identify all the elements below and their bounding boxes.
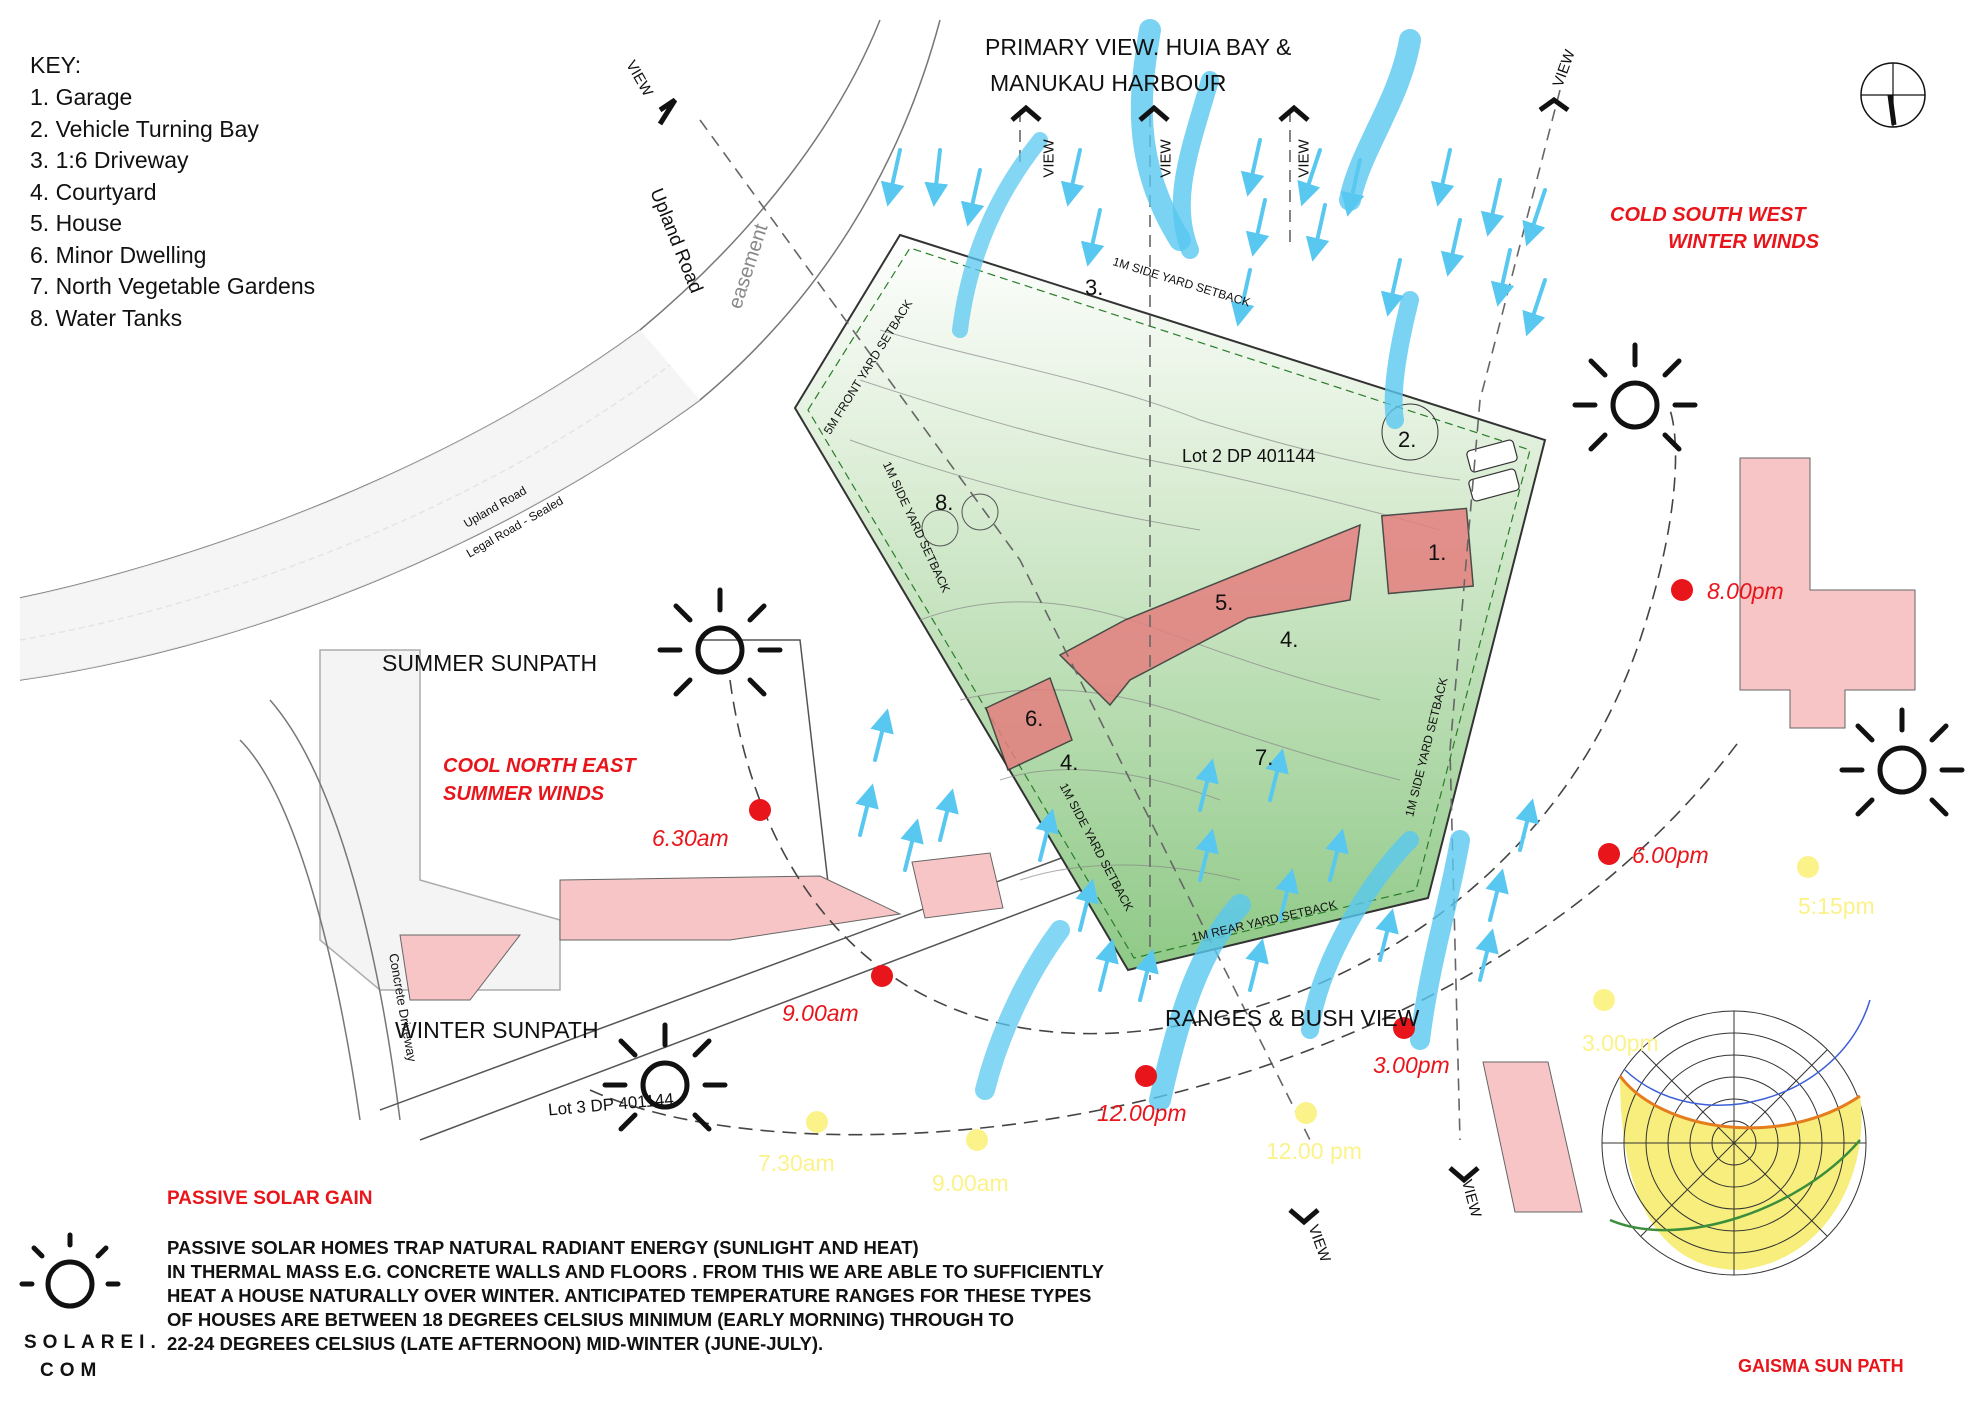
cool-winds-arrows — [855, 708, 1539, 1111]
key-item: 3. 1:6 Driveway — [30, 147, 189, 173]
passive-line: OF HOUSES ARE BETWEEN 18 DEGREES CELSIUS… — [167, 1309, 1014, 1330]
site-number-1: 1. — [1428, 540, 1447, 565]
north-compass-icon — [1860, 62, 1926, 128]
view-chevron-icons — [657, 96, 1570, 1226]
site-number-7: 7. — [1255, 745, 1274, 770]
primary-view-label-line2: MANUKAU HARBOUR — [990, 70, 1227, 96]
winter-time-markers — [806, 856, 1819, 1151]
summer-time-label: 6.00pm — [1632, 842, 1709, 868]
site-number-4b: 4. — [1280, 627, 1299, 652]
summer-sunpath — [729, 409, 1677, 1035]
view-label: VIEW — [1157, 139, 1175, 178]
view-label: VIEW — [1295, 139, 1313, 178]
logo-text-line1: SOLAREI. — [24, 1332, 162, 1353]
cold-winds-label-1: COLD SOUTH WEST — [1610, 204, 1806, 226]
gaisma-sun-chart — [1601, 999, 1871, 1276]
passive-solar-title: PASSIVE SOLAR GAIN — [167, 1188, 373, 1209]
winter-sunpath-label: WINTER SUNPATH — [395, 1017, 599, 1043]
sun-icon-winter — [602, 1022, 728, 1132]
neighbour-buildings — [399, 457, 1916, 1213]
key-item: 6. Minor Dwelling — [30, 241, 207, 268]
site-number-3: 3. — [1085, 275, 1104, 300]
passive-solar-body: PASSIVE SOLAR HOMES TRAP NATURAL RADIANT… — [167, 1236, 1104, 1356]
gaisma-title: GAISMA SUN PATH — [1738, 1356, 1904, 1376]
passive-line: IN THERMAL MASS E.G. CONCRETE WALLS AND … — [167, 1261, 1105, 1282]
road-hatch — [20, 330, 700, 680]
garage-building — [1380, 507, 1475, 595]
key-list: 1. Garage 2. Vehicle Turning Bay 3. 1:6 … — [30, 82, 315, 334]
winter-sunpath — [589, 739, 1741, 1136]
site-number-4: 4. — [1060, 750, 1079, 775]
key-item: 4. Courtyard — [30, 178, 157, 205]
ranges-view-label: RANGES & BUSH VIEW — [1165, 1005, 1420, 1031]
key-item: 8. Water Tanks — [30, 304, 183, 331]
house-building — [1058, 523, 1361, 707]
summer-time-label: 3.00pm — [1373, 1052, 1450, 1078]
sun-icon-sunset-summer — [1572, 342, 1698, 452]
view-label: VIEW — [1040, 139, 1058, 178]
passive-line: 22-24 DEGREES CELSIUS (LATE AFTERNOON) M… — [167, 1333, 824, 1354]
primary-view-label-line1: PRIMARY VIEW. HUIA BAY & — [985, 34, 1292, 60]
site-number-5: 5. — [1215, 590, 1234, 615]
concrete-driveway-outline — [319, 649, 561, 991]
summer-time-label: 8.00pm — [1707, 578, 1784, 604]
key-item: 2. Vehicle Turning Bay — [30, 115, 259, 142]
key-item: 7. North Vegetable Gardens — [30, 273, 316, 299]
lot2-label: Lot 2 DP 401144 — [1182, 446, 1316, 466]
winter-time-label: 12.00 pm — [1266, 1138, 1362, 1164]
key-title: KEY: — [30, 52, 82, 78]
minor-dwelling-building — [985, 676, 1073, 772]
summer-time-label: 9.00am — [782, 1000, 859, 1026]
winter-time-label: 7.30am — [758, 1150, 835, 1176]
winter-time-label: 3.00pm — [1582, 1030, 1659, 1056]
sun-icon-summer — [657, 587, 783, 697]
summer-time-label: 6.30am — [652, 825, 729, 851]
logo-text-line2: COM — [40, 1360, 103, 1381]
winter-time-label: 9.00am — [932, 1170, 1009, 1196]
passive-line: HEAT A HOUSE NATURALLY OVER WINTER. ANTI… — [167, 1285, 1092, 1306]
solarei-logo-icon — [19, 1232, 121, 1309]
passive-line: PASSIVE SOLAR HOMES TRAP NATURAL RADIANT… — [167, 1237, 919, 1258]
summer-time-label: 12.00pm — [1097, 1100, 1187, 1126]
cold-winds-arrows — [880, 19, 1547, 429]
cool-winds-label-1: COOL NORTH EAST — [443, 755, 636, 777]
summer-time-markers — [749, 579, 1693, 1087]
key-item: 1. Garage — [30, 84, 133, 110]
site-number-8: 8. — [935, 490, 954, 515]
cool-winds-label-2: SUMMER WINDS — [443, 783, 605, 805]
summer-sunpath-label: SUMMER SUNPATH — [382, 650, 598, 676]
sun-icon-sunset-winter — [1839, 707, 1965, 817]
site-number-2: 2. — [1398, 427, 1417, 452]
site-number-6: 6. — [1025, 706, 1044, 731]
winter-time-label: 5:15pm — [1798, 893, 1875, 919]
key-item: 5. House — [30, 210, 123, 236]
cold-winds-label-2: WINTER WINDS — [1668, 231, 1820, 253]
